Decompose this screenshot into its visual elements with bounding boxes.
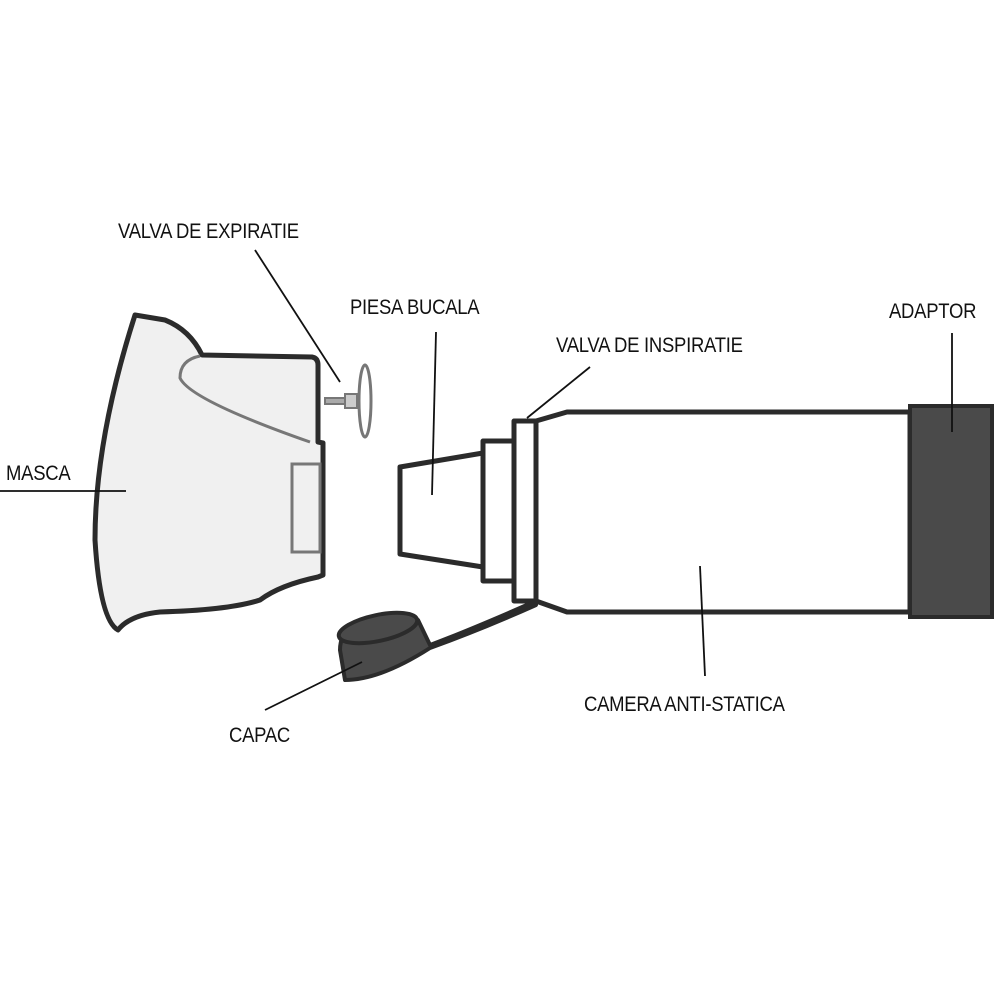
label-inhalation-valve: VALVA DE INSPIRATIE	[556, 334, 743, 357]
exhalation-valve	[324, 363, 373, 439]
label-mask: MASCA	[6, 462, 71, 485]
mask	[92, 312, 326, 633]
label-exhalation-valve: VALVA DE EXPIRATIE	[118, 220, 299, 243]
label-chamber: CAMERA ANTI-STATICA	[584, 693, 785, 716]
adaptor-part	[908, 404, 994, 619]
mouthpiece	[397, 418, 539, 604]
label-mouthpiece: PIESA BUCALA	[350, 296, 480, 319]
label-adaptor: ADAPTOR	[889, 300, 977, 323]
label-cap: CAPAC	[229, 724, 290, 747]
chamber	[533, 404, 994, 619]
cap	[336, 599, 538, 682]
leader-lines	[0, 249, 953, 711]
